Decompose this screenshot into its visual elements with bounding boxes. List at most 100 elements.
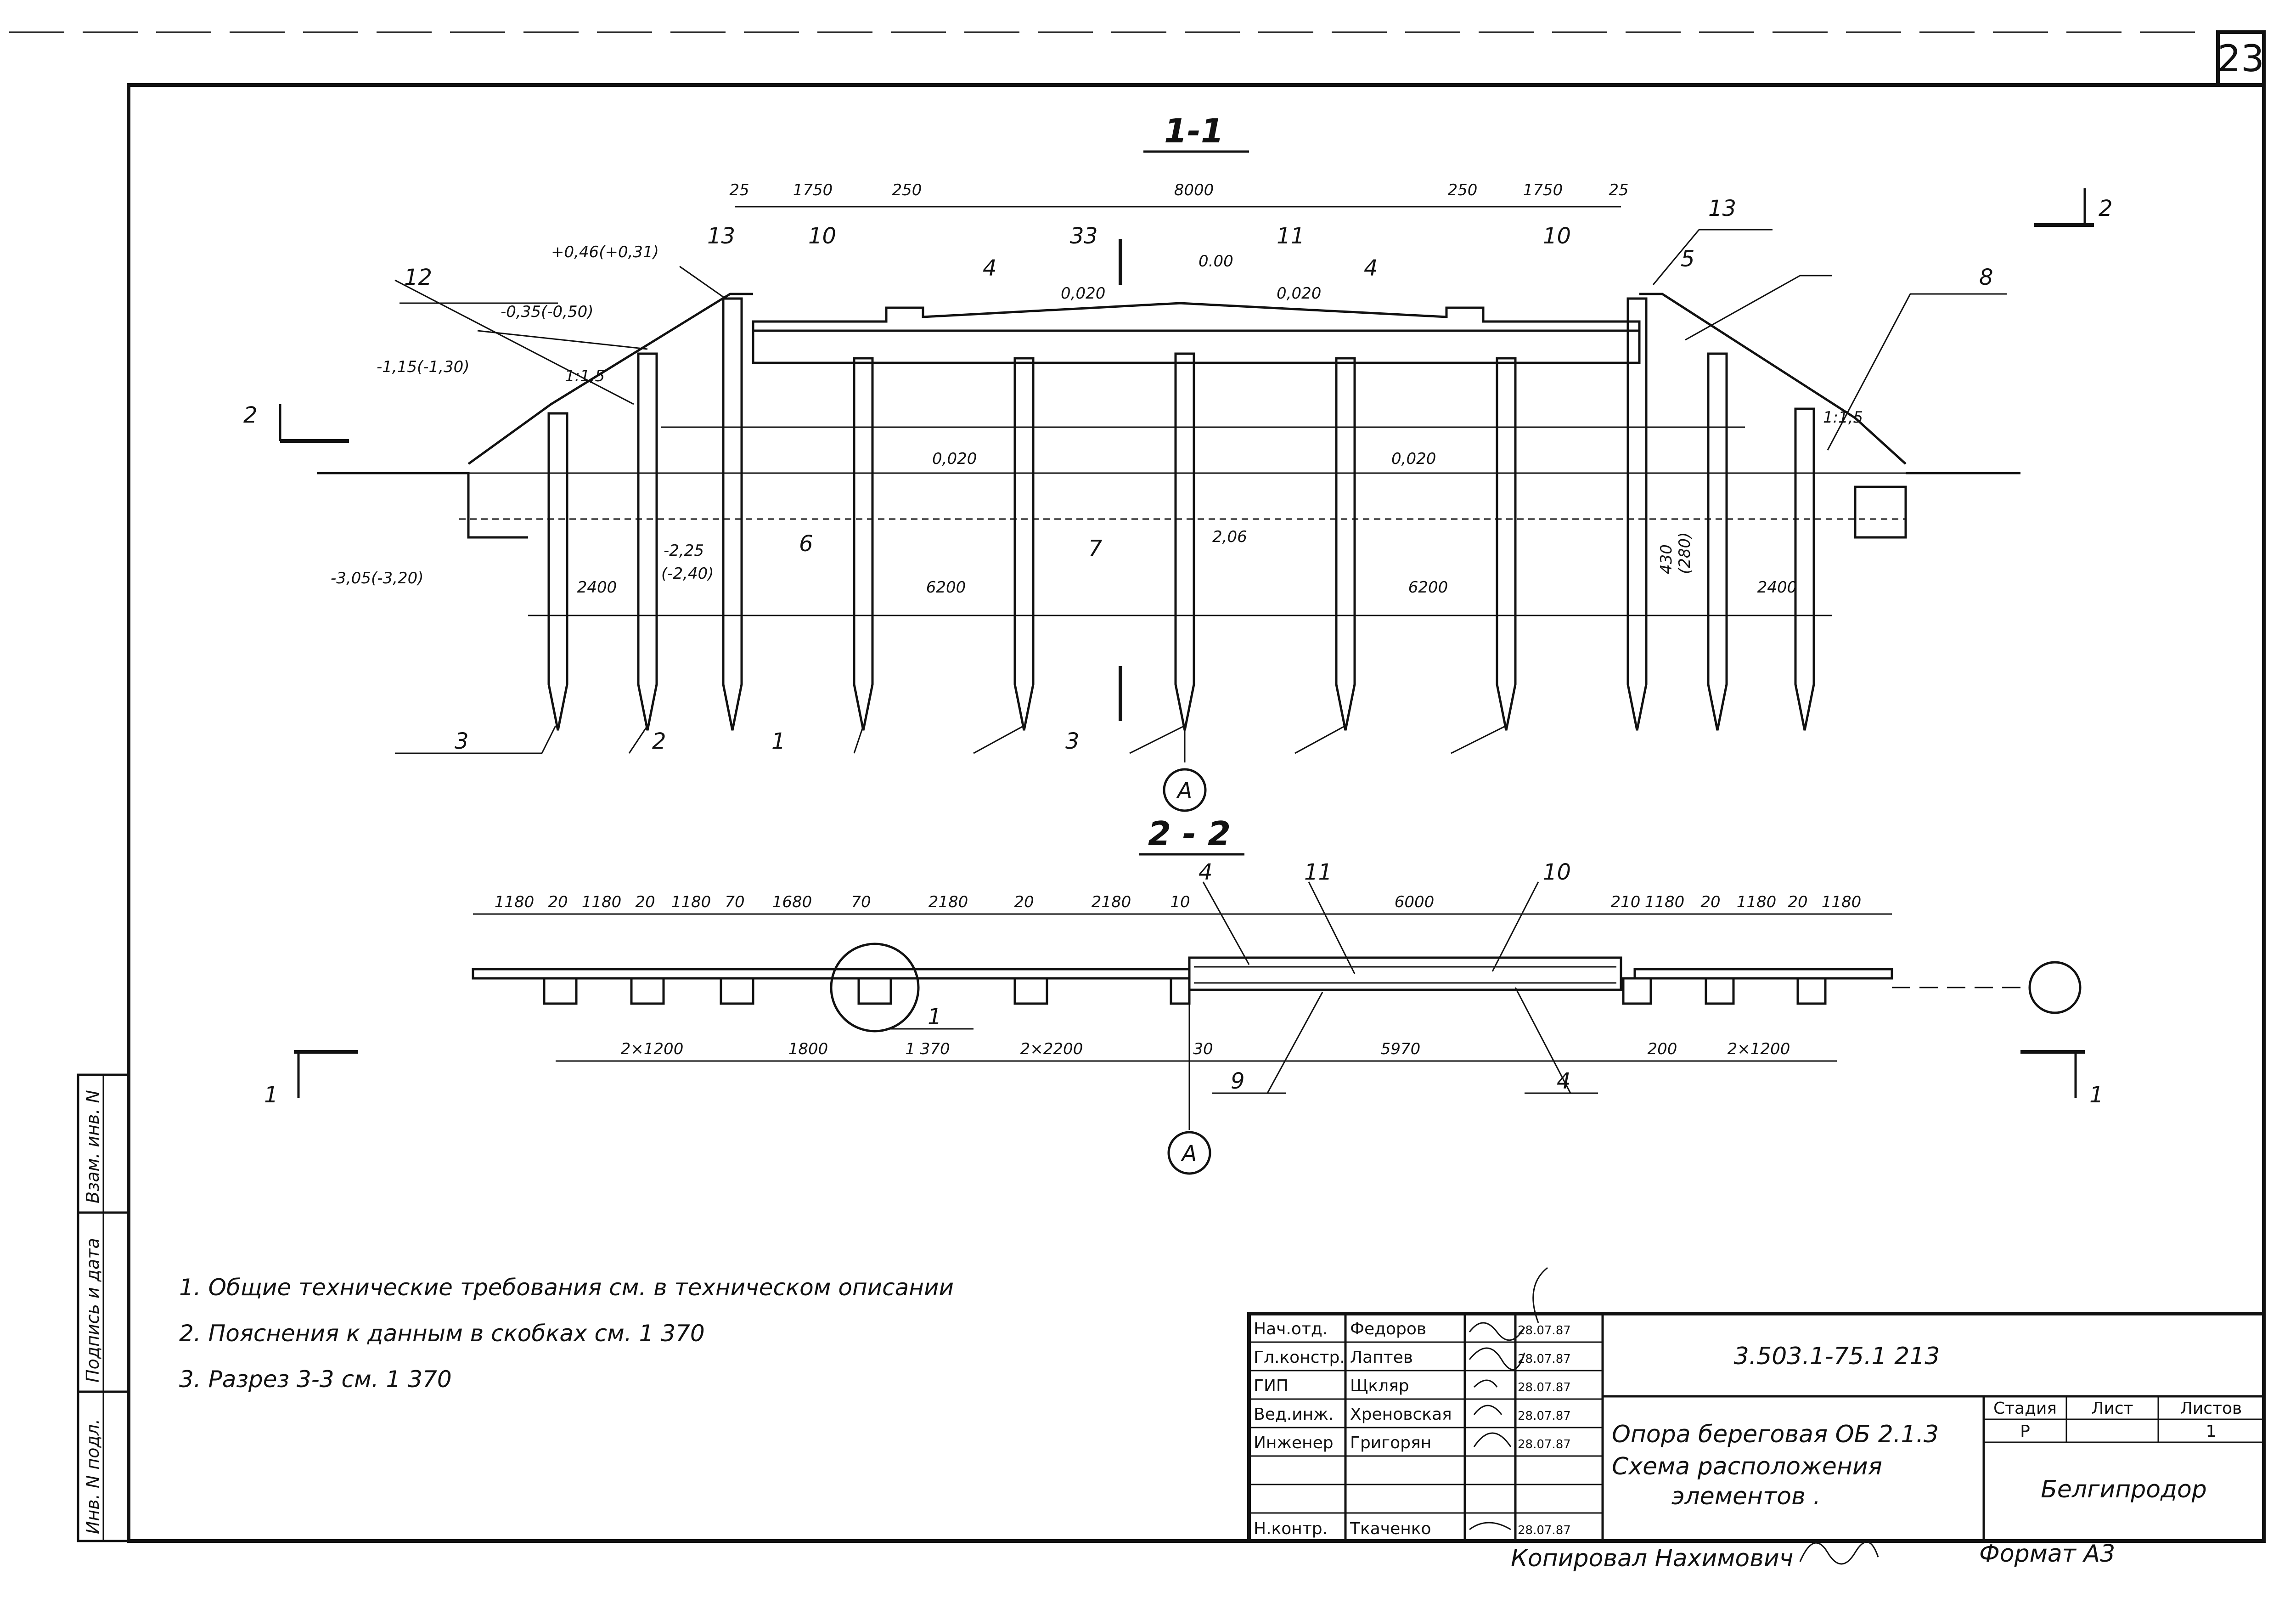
callout-number: 8: [1979, 265, 1993, 290]
stage-value: Р: [2020, 1422, 2030, 1441]
dim-label: 20: [548, 893, 568, 911]
span-label: 6200: [926, 578, 966, 597]
cut-mark-label: 1: [264, 1082, 278, 1108]
tb-date: 28.07.87: [1518, 1409, 1571, 1423]
dim-label: 5970: [1381, 1040, 1421, 1058]
callout-number: 4: [1199, 859, 1213, 885]
cut-mark-2-left: 2: [243, 402, 349, 443]
elevation-label: 0.00: [1199, 252, 1233, 271]
dim-label: 2×1200: [1728, 1040, 1790, 1058]
dim-label: 10: [1170, 893, 1190, 911]
dim-label: 70: [851, 893, 871, 911]
cut-mark-1-right: 1: [2020, 1050, 2104, 1108]
tb-role: Инженер: [1254, 1434, 1334, 1452]
dim-label: 1180: [1737, 893, 1777, 911]
tb-name: Хреновская: [1350, 1405, 1452, 1424]
note: 3. Разрез 3-3 см. 1 370: [179, 1366, 452, 1393]
axis-label: A: [1176, 778, 1193, 804]
elevation-label: (280): [1676, 532, 1694, 574]
slope-label: 0,020: [1277, 284, 1321, 303]
dim-label: 1180: [495, 893, 535, 911]
doc-code: 3.503.1-75.1 213: [1734, 1343, 1940, 1370]
side-stamp-replaced: Взам. инв. N: [83, 1090, 103, 1203]
tb-date: 28.07.87: [1518, 1352, 1571, 1366]
cut-mark-label: 2: [2099, 196, 2113, 221]
elevation-label: -2,25: [664, 542, 704, 560]
tb-date: 28.07.87: [1518, 1438, 1571, 1451]
dim-label: 1180: [671, 893, 711, 911]
span-label: 2400: [577, 578, 617, 597]
tb-date: 28.07.87: [1518, 1524, 1571, 1537]
title-block-rows: Нач.отд. Федоров 28.07.87 Гл.констр. Лап…: [1254, 1320, 1571, 1538]
drawing-title-line: Схема расположения: [1612, 1453, 1882, 1480]
callout-number: 13: [1708, 196, 1736, 221]
axis-label: A: [1181, 1141, 1197, 1167]
dim-label: 2×1200: [621, 1040, 684, 1058]
tb-role: Нач.отд.: [1254, 1320, 1328, 1338]
dim-label: 25: [729, 181, 749, 199]
callout-number: 7: [1088, 536, 1103, 561]
dim-label: 2×2200: [1020, 1040, 1083, 1058]
elevation-label: -1,15(-1,30): [377, 358, 469, 376]
callout-number: 1: [771, 728, 786, 754]
drawing-title-line: элементов .: [1671, 1483, 1821, 1510]
tb-name: Лаптев: [1350, 1348, 1413, 1367]
callout-number: 1: [928, 1004, 942, 1030]
elevation-label: 2,06: [1212, 528, 1247, 546]
section-2-title: 2 - 2: [1148, 814, 1231, 853]
elevation-label: +0,46(+0,31): [551, 243, 659, 261]
tb-name: Григорян: [1350, 1434, 1431, 1452]
tb-name: Федоров: [1350, 1320, 1426, 1338]
dim-label: 2180: [1092, 893, 1131, 911]
stage-header: Стадия: [1993, 1399, 2057, 1418]
section-2-top-dims: 1180 20 1180 20 1180 70 1680 70 2180 20 …: [495, 893, 1862, 911]
dim-label: 200: [1648, 1040, 1677, 1058]
dim-label: 1 370: [905, 1040, 950, 1058]
drawing-title-line: Опора береговая ОБ 2.1.3: [1612, 1421, 1939, 1448]
slope-label: 0,020: [1391, 450, 1436, 468]
tb-date: 28.07.87: [1518, 1381, 1571, 1394]
dim-label: 2180: [929, 893, 968, 911]
dim-label: 1180: [1822, 893, 1862, 911]
cut-mark-1-left: 1: [264, 1050, 358, 1108]
dim-label: 1180: [1645, 893, 1685, 911]
dim-label: 250: [1448, 181, 1478, 199]
section-1-title: 1-1: [1164, 112, 1224, 150]
callout-number: 2: [652, 728, 666, 754]
tb-role: ГИП: [1254, 1377, 1289, 1395]
dim-label: 6000: [1395, 893, 1435, 911]
note: 1. Общие технические требования см. в те…: [179, 1274, 954, 1301]
tb-name: Щкляр: [1350, 1377, 1409, 1395]
callout-number: 10: [808, 223, 836, 249]
elevation-label: 430: [1657, 544, 1676, 574]
callout-number: 3: [455, 728, 469, 754]
callout-number: 4: [983, 255, 997, 281]
section-2-2: 2 - 2 1180 20 1180 20 1180 70 1680 70 21…: [264, 814, 2104, 1175]
dim-label: 20: [635, 893, 655, 911]
callout-number: 12: [404, 265, 432, 290]
tb-date: 28.07.87: [1518, 1324, 1571, 1338]
callout-number: 5: [1681, 246, 1695, 272]
callout-number: 13: [707, 223, 735, 249]
side-stamp: Взам. инв. N Подпись и дата Инв. N подл.: [77, 1073, 130, 1542]
slope-label: 1:1,5: [565, 367, 605, 385]
sheet-frame: [9, 30, 2266, 1543]
span-label: 6200: [1408, 578, 1448, 597]
callout-number: 3: [1084, 223, 1098, 249]
dim-label: 20: [1014, 893, 1034, 911]
callout-number: 10: [1543, 223, 1571, 249]
callout-number: 6: [799, 531, 813, 557]
cut-mark-label: 2: [243, 402, 258, 428]
callout-number: 9: [1231, 1068, 1245, 1094]
title-block: Нач.отд. Федоров 28.07.87 Гл.констр. Лап…: [1247, 1267, 2266, 1572]
dim-label: 25: [1609, 181, 1628, 199]
callout-number: 4: [1364, 255, 1378, 281]
section-2-bottom-dims: 2×1200 1800 1 370 2×2200 30 5970 200 2×1…: [621, 1040, 1790, 1058]
signature-marks: [1469, 1267, 1548, 1530]
dim-label: 30: [1193, 1040, 1213, 1058]
organization: Белгипродор: [2041, 1476, 2207, 1503]
notes: 1. Общие технические требования см. в те…: [179, 1274, 954, 1393]
callout-number: 4: [1557, 1068, 1571, 1094]
